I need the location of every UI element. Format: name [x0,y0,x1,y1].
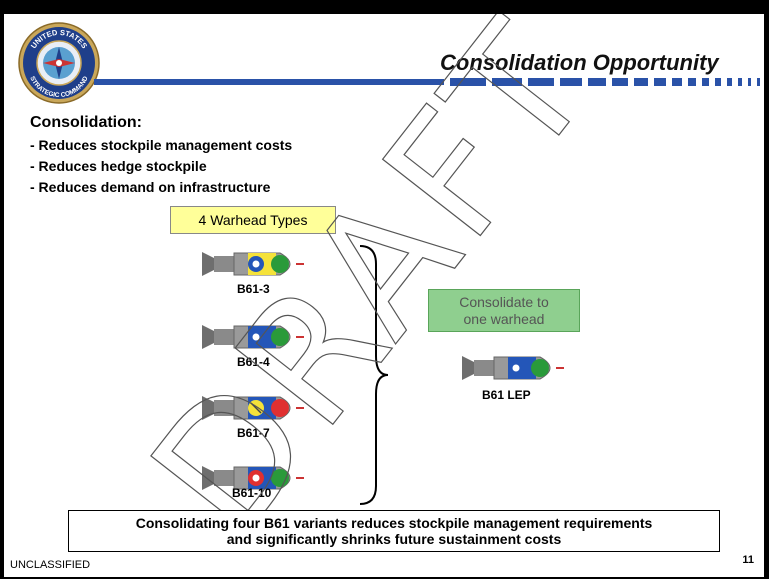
lep-label: B61 LEP [482,388,531,402]
warhead-types-box: 4 Warhead Types [170,206,336,234]
classification-label: UNCLASSIFIED [10,559,91,571]
warhead-icon-b61-4 [202,325,304,349]
consolidate-line-1: Consolidate to [459,293,549,310]
summary-box: Consolidating four B61 variants reduces … [68,510,720,552]
warhead-label: B61-7 [237,426,270,440]
warhead-label: B61-10 [232,486,272,500]
consolidate-box: Consolidate to one warhead [428,289,580,332]
bullet-item: - Reduces stockpile management costs [30,137,293,153]
consolidate-line-2: one warhead [463,310,545,327]
warhead-label: B61-4 [237,355,270,369]
strategic-command-seal: UNITED STATES STRATEGIC COMMAND [18,22,100,104]
page-title: Consolidation Opportunity [440,50,719,75]
warhead-icon-b61-3 [202,252,304,276]
summary-line-1: Consolidating four B61 variants reduces … [135,515,653,531]
bullet-item: - Reduces demand on infrastructure [30,179,271,195]
consolidation-bullets: - Reduces stockpile management costs - R… [30,135,292,198]
warhead-label: B61-3 [237,282,270,296]
slide: UNITED STATES STRATEGIC COMMAND Consolid… [4,14,764,577]
page-number: 11 [742,554,754,566]
header-stripe [94,78,760,86]
consolidation-heading: Consolidation: [30,114,142,131]
right-brace [359,245,389,505]
warhead-icon-b61-7 [202,396,304,420]
warhead-icon-b61-lep [462,356,564,380]
summary-line-2: and significantly shrinks future sustain… [226,531,562,547]
bullet-item: - Reduces hedge stockpile [30,158,207,174]
warhead-icon-b61-10 [202,466,304,490]
